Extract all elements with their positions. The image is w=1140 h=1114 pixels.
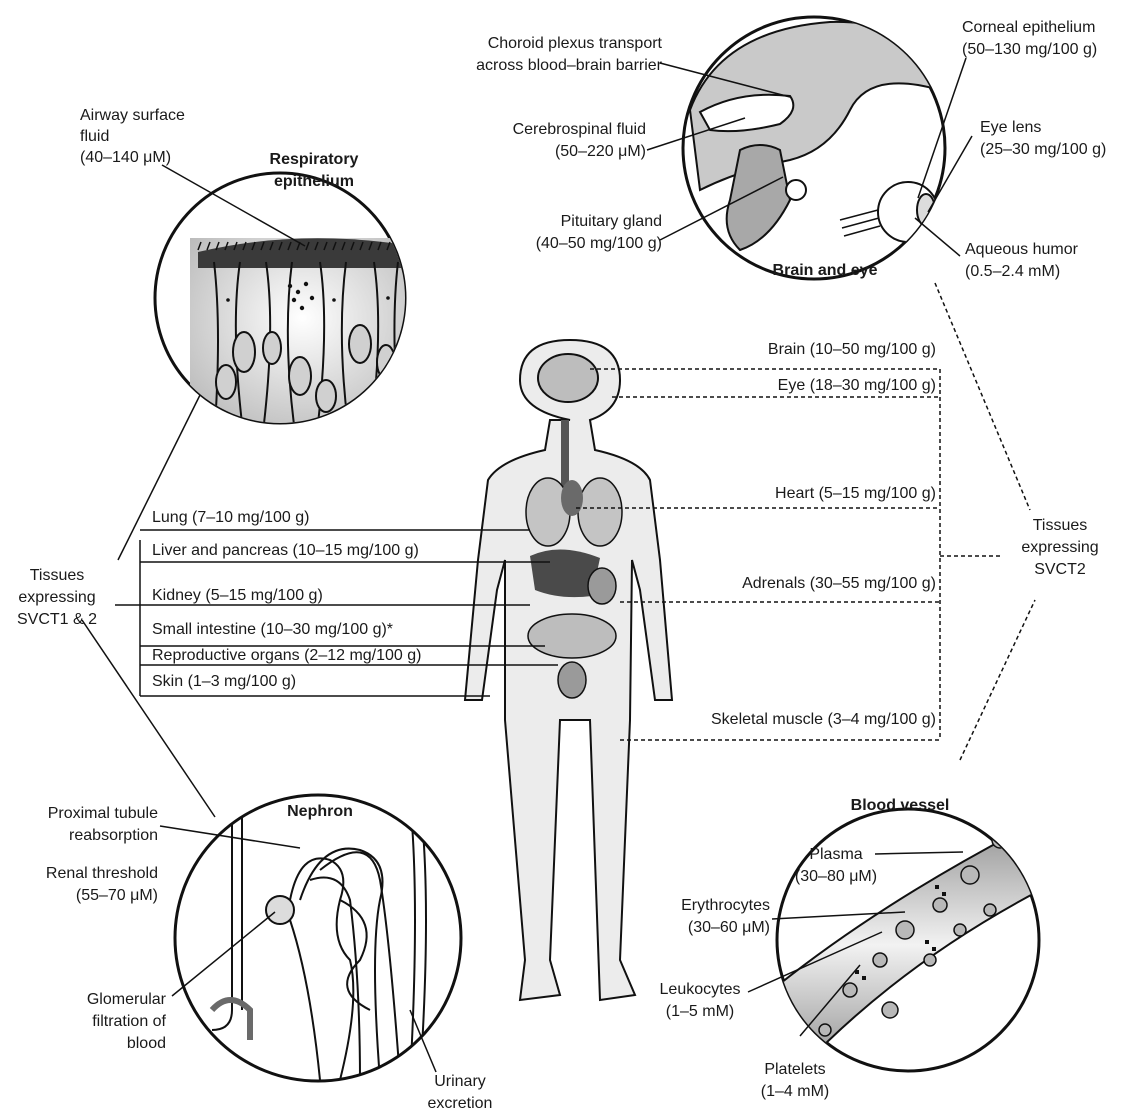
respiratory-title-line2: epithelium [244,172,384,191]
renal-threshold-line1: Renal threshold [4,864,158,883]
svct12-skin-label: Skin (1–3 mg/100 g) [152,672,296,691]
respiratory-epithelium-circle [155,173,415,440]
svct12-line3: SVCT1 & 2 [2,610,112,629]
respiratory-title-line1: Respiratory [244,150,384,169]
svct12-intestine-label: Small intestine (10–30 mg/100 g)* [152,620,393,639]
svct2-line2: expressing [1000,538,1120,557]
erythrocytes-line1: Erythrocytes [620,896,770,915]
svct2-adrenals-label: Adrenals (30–55 mg/100 g) [640,574,936,593]
nephron-title: Nephron [260,802,380,821]
eye-lens-line2: (25–30 mg/100 g) [980,140,1106,159]
svct12-liver-label: Liver and pancreas (10–15 mg/100 g) [152,541,419,560]
aqueous-line1: Aqueous humor [965,240,1078,259]
urinary-line2: excretion [410,1094,510,1113]
blood-vessel-title: Blood vessel [830,796,970,815]
glomerular-line1: Glomerular [40,990,166,1009]
plasma-line1: Plasma [786,845,886,864]
nephron-circle [175,795,461,1081]
svct12-lung-label: Lung (7–10 mg/100 g) [152,508,309,527]
corneal-line2: (50–130 mg/100 g) [962,40,1097,59]
csf-line1: Cerebrospinal fluid [430,120,646,139]
prox-tubule-line1: Proximal tubule [4,804,158,823]
svct2-muscle-label: Skeletal muscle (3–4 mg/100 g) [620,710,936,729]
pituitary-line1: Pituitary gland [450,212,662,231]
aqueous-line2: (0.5–2.4 mM) [965,262,1060,281]
platelets-line1: Platelets [735,1060,855,1079]
svct2-line1: Tissues [1000,516,1120,535]
choroid-line1: Choroid plexus transport [400,34,662,53]
leukocytes-line2: (1–5 mM) [640,1002,760,1021]
urinary-line1: Urinary [410,1072,510,1091]
leukocytes-line1: Leukocytes [640,980,760,999]
airway-fluid-line1: Airway surface [80,106,185,125]
svct12-kidney-label: Kidney (5–15 mg/100 g) [152,586,323,605]
svct2-brain-label: Brain (10–50 mg/100 g) [680,340,936,359]
brain-and-eye-circle [683,17,945,290]
glomerular-line3: blood [40,1034,166,1053]
renal-threshold-line2: (55–70 μM) [4,886,158,905]
plasma-line2: (30–80 μM) [786,867,886,886]
svct2-heart-label: Heart (5–15 mg/100 g) [680,484,936,503]
svct12-repro-label: Reproductive organs (2–12 mg/100 g) [152,646,422,665]
svct2-eye-label: Eye (18–30 mg/100 g) [680,376,936,395]
pituitary-line2: (40–50 mg/100 g) [450,234,662,253]
corneal-line1: Corneal epithelium [962,18,1095,37]
airway-fluid-line2: fluid [80,127,109,146]
svct12-line1: Tissues [2,566,112,585]
svct2-line3: SVCT2 [1000,560,1120,579]
brain-eye-title: Brain and eye [745,261,905,280]
platelets-line2: (1–4 mM) [735,1082,855,1101]
prox-tubule-line2: reabsorption [4,826,158,845]
erythrocytes-line2: (30–60 μM) [620,918,770,937]
airway-fluid-line3: (40–140 μM) [80,148,171,167]
choroid-line2: across blood–brain barrier [400,56,662,75]
csf-line2: (50–220 μM) [430,142,646,161]
svct12-line2: expressing [2,588,112,607]
eye-lens-line1: Eye lens [980,118,1041,137]
glomerular-line2: filtration of [40,1012,166,1031]
